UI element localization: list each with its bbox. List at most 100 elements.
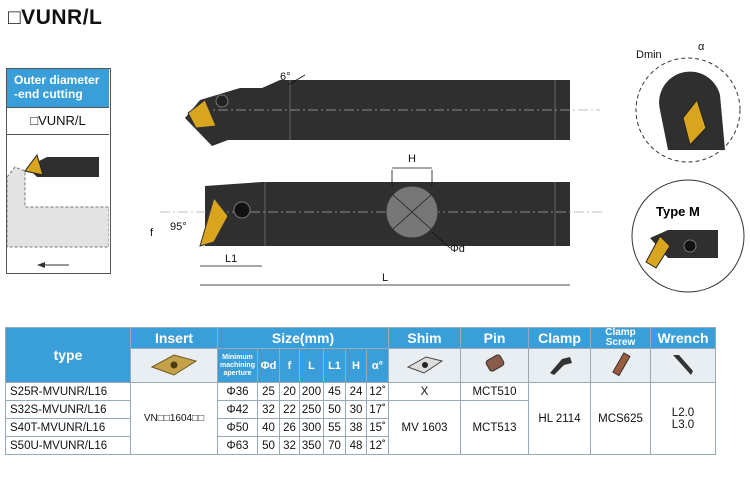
col-f: f bbox=[279, 348, 300, 383]
col-min-aperture: Minimum machining aperture bbox=[217, 348, 258, 383]
detail-view-type-m: Type M bbox=[631, 179, 745, 293]
insert-icon bbox=[150, 354, 198, 376]
table-row: S40T-MVUNR/L16 Φ50 40 26 300 55 38 15˚ bbox=[5, 418, 716, 437]
cell-f: 20 bbox=[279, 382, 300, 401]
technical-drawing: 6° H Φd 95° f L1 L Dmin α Type M bbox=[150, 41, 745, 293]
cell-f: 32 bbox=[279, 436, 300, 455]
cell-H: 48 bbox=[345, 436, 367, 455]
cell-L1: 45 bbox=[323, 382, 346, 401]
wrench-icon bbox=[673, 355, 693, 375]
cell-H: 30 bbox=[345, 400, 367, 419]
side-panel: Outer diameter -end cutting □VUNR/L bbox=[6, 68, 111, 274]
col-size: Size(mm) bbox=[217, 327, 389, 349]
angle-top-label: 6° bbox=[280, 71, 291, 83]
min-line-3: aperture bbox=[223, 369, 252, 377]
wrench-value-2: L3.0 bbox=[671, 418, 695, 431]
screw-icon bbox=[611, 352, 631, 377]
page-title: □VUNR/L bbox=[8, 6, 103, 29]
cell-L: 350 bbox=[299, 436, 324, 455]
col-clamp-screw: Clamp Screw bbox=[590, 327, 651, 349]
side-panel-code: □VUNR/L bbox=[7, 107, 109, 135]
min-line-1: Minimum bbox=[222, 353, 253, 361]
cell-min: Φ42 bbox=[217, 400, 258, 419]
spec-table: type Insert Size(mm) Shim Pin Clamp Clam… bbox=[5, 327, 716, 455]
cell-alpha: 17˚ bbox=[366, 400, 389, 419]
cell-phid: 25 bbox=[257, 382, 280, 401]
table-row: S32S-MVUNR/L16 Φ42 32 22 250 50 30 17˚ M… bbox=[5, 400, 716, 455]
cell-clamp: HL 2114 bbox=[528, 382, 591, 455]
cell-H: 38 bbox=[345, 418, 367, 437]
cell-phid: 32 bbox=[257, 400, 280, 419]
insert-image bbox=[130, 348, 218, 383]
shim-icon bbox=[406, 356, 443, 374]
pin-icon bbox=[485, 354, 504, 372]
side-view-tool: H Φd 95° f L1 L bbox=[150, 153, 605, 286]
detail-view-dmin: Dmin α bbox=[635, 41, 741, 163]
col-L1: L1 bbox=[323, 348, 346, 383]
cell-L1: 55 bbox=[323, 418, 346, 437]
cell-L1: 50 bbox=[323, 400, 346, 419]
cell-L: 300 bbox=[299, 418, 324, 437]
cell-alpha: 12˚ bbox=[366, 382, 389, 401]
cell-f: 26 bbox=[279, 418, 300, 437]
col-alpha: α° bbox=[366, 348, 389, 383]
cell-pin: MCT510 bbox=[460, 382, 529, 401]
dim-phid-label: Φd bbox=[450, 243, 465, 255]
cell-wrench: L2.0 L3.0 bbox=[650, 382, 716, 455]
dim-H-label: H bbox=[408, 153, 416, 165]
dim-L-label: L bbox=[382, 272, 388, 284]
cell-L1: 70 bbox=[323, 436, 346, 455]
col-phid: Φd bbox=[257, 348, 280, 383]
type-m-label: Type M bbox=[656, 204, 700, 219]
min-line-2: machining bbox=[219, 361, 255, 369]
cell-phid: 50 bbox=[257, 436, 280, 455]
cell-f: 22 bbox=[279, 400, 300, 419]
cell-min: Φ36 bbox=[217, 382, 258, 401]
col-H: H bbox=[345, 348, 367, 383]
dim-dmin-label: Dmin bbox=[636, 49, 662, 61]
cell-clamp-screw: MCS625 bbox=[590, 382, 651, 455]
cell-model: S32S-MVUNR/L16 bbox=[5, 400, 131, 419]
cell-model: S40T-MVUNR/L16 bbox=[5, 418, 131, 437]
shim-image bbox=[388, 348, 461, 383]
col-shim: Shim bbox=[388, 327, 461, 349]
cell-L: 200 bbox=[299, 382, 324, 401]
cell-insert: VN□□1604□□ bbox=[130, 382, 218, 455]
side-panel-illustration bbox=[7, 153, 109, 268]
cell-shim: MV 1603 bbox=[388, 400, 461, 455]
col-type: type bbox=[5, 327, 131, 383]
col-wrench: Wrench bbox=[650, 327, 716, 349]
heading-line-1: Outer diameter bbox=[14, 73, 100, 87]
clamp-icon bbox=[549, 357, 572, 375]
clamp-screw-line-1: Clamp bbox=[605, 327, 636, 338]
cell-min: Φ63 bbox=[217, 436, 258, 455]
dim-L1-label: L1 bbox=[225, 253, 237, 265]
col-insert: Insert bbox=[130, 327, 218, 349]
clamp-screw-line-2: Screw bbox=[605, 337, 636, 348]
cell-phid: 40 bbox=[257, 418, 280, 437]
cell-L: 250 bbox=[299, 400, 324, 419]
side-panel-heading: Outer diameter -end cutting bbox=[7, 69, 109, 107]
cell-model: S25R-MVUNR/L16 bbox=[5, 382, 131, 401]
cell-shim: X bbox=[388, 382, 461, 401]
heading-line-2: -end cutting bbox=[14, 87, 83, 101]
cell-min: Φ50 bbox=[217, 418, 258, 437]
wrench-value-1: L2.0 bbox=[671, 406, 695, 419]
clamp-image bbox=[528, 348, 591, 383]
pin-image bbox=[460, 348, 529, 383]
table-row: S50U-MVUNR/L16 Φ63 50 32 350 70 48 12˚ bbox=[5, 436, 716, 455]
cell-alpha: 12˚ bbox=[366, 436, 389, 455]
cell-alpha: 15˚ bbox=[366, 418, 389, 437]
dim-f-label: f bbox=[150, 227, 154, 239]
cell-pin: MCT513 bbox=[460, 400, 529, 455]
dim-alpha-label: α bbox=[698, 41, 705, 53]
cell-H: 24 bbox=[345, 382, 367, 401]
top-view-tool: 6° bbox=[185, 71, 600, 146]
col-L: L bbox=[299, 348, 324, 383]
clamp-screw-image bbox=[590, 348, 651, 383]
angle-side-label: 95° bbox=[170, 221, 187, 233]
col-pin: Pin bbox=[460, 327, 529, 349]
cell-model: S50U-MVUNR/L16 bbox=[5, 436, 131, 455]
table-row: S25R-MVUNR/L16 VN□□1604□□ Φ36 25 20 200 … bbox=[5, 382, 716, 455]
col-clamp: Clamp bbox=[528, 327, 591, 349]
